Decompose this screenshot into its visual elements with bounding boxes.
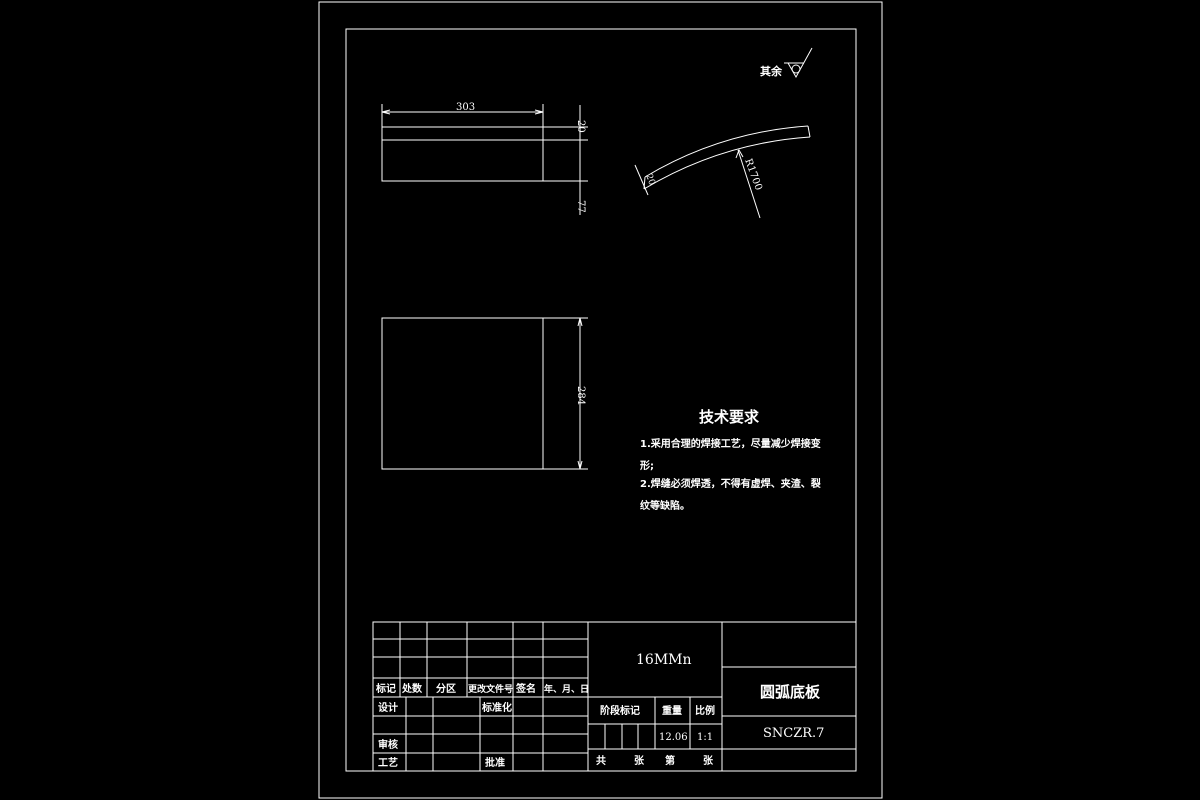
dim-thickness: 20 [575, 120, 586, 133]
hdr-date: 年、月、日 [544, 683, 589, 695]
arc-view [634, 125, 811, 219]
part-name: 圆弧底板 [760, 683, 821, 701]
tech-title: 技术要求 [699, 408, 760, 426]
dim-radius: R1700 [742, 157, 764, 192]
hdr-mark: 标记 [375, 682, 396, 695]
lbl-sheets1: 张 [634, 754, 645, 767]
val-scale: 1:1 [697, 732, 713, 743]
tech-line1: 1.采用合理的焊接工艺，尽量减少焊接变 [640, 437, 821, 450]
dim-height: 77 [575, 200, 586, 213]
top-view [381, 317, 588, 470]
lbl-process: 工艺 [378, 756, 398, 769]
dim-width: 284 [575, 386, 586, 405]
tech-line1b: 形; [640, 460, 654, 472]
hdr-sign: 签名 [515, 682, 536, 695]
front-view [381, 104, 588, 215]
tech-line2: 2.焊缝必须焊透，不得有虚焊、夹渣、裂 [640, 477, 821, 490]
lbl-weight: 重量 [662, 704, 682, 717]
material: 16MMn [636, 652, 692, 668]
lbl-scale: 比例 [695, 704, 715, 717]
hdr-zone: 分区 [436, 682, 456, 695]
lbl-total: 共 [596, 754, 606, 767]
lbl-sheets2: 张 [703, 754, 714, 767]
hdr-change-doc: 更改文件号 [468, 683, 513, 695]
outer-frame [318, 1, 883, 799]
dim-length: 303 [456, 102, 475, 113]
dim-small: 20 [643, 173, 656, 187]
lbl-stage-mark: 阶段标记 [600, 704, 640, 717]
roughness-check-icon [787, 47, 813, 79]
drawing-number: SNCZR.7 [763, 726, 824, 741]
lbl-review: 审核 [378, 738, 398, 751]
hdr-count: 处数 [401, 682, 423, 695]
roughness-symbol: 其余 [760, 47, 813, 79]
lbl-standardization: 标准化 [481, 701, 512, 714]
val-weight: 12.06 [659, 732, 688, 743]
roughness-circle-icon [791, 64, 801, 74]
title-block [372, 621, 857, 772]
lbl-design: 设计 [378, 701, 398, 714]
lbl-approve: 批准 [485, 756, 505, 769]
tech-line2b: 纹等缺陷。 [640, 499, 690, 512]
roughness-label: 其余 [760, 64, 783, 78]
lbl-page: 第 [665, 754, 675, 767]
